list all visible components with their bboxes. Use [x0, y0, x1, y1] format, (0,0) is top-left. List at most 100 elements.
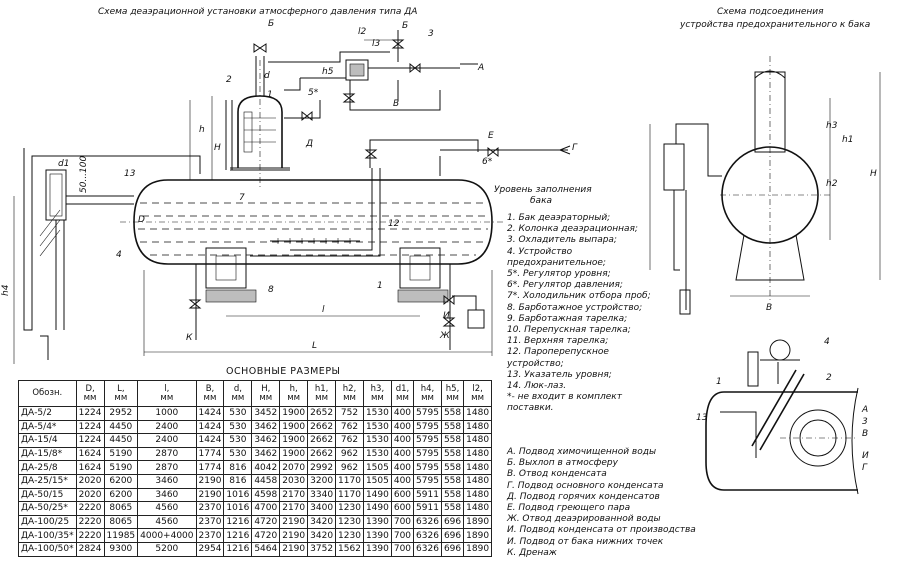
- detail-letter-A: А: [861, 405, 868, 415]
- value-cell: 558: [440, 406, 465, 421]
- value-cell: 1480: [463, 487, 493, 503]
- flow-item: Ж. Отвод деаэрированной воды: [507, 514, 661, 525]
- value-cell: 1774: [195, 460, 225, 475]
- dim-L: L: [312, 341, 317, 351]
- value-cell: 2190: [279, 541, 309, 557]
- value-cell: 1890: [463, 541, 493, 557]
- value-cell: 2190: [195, 487, 225, 503]
- value-cell: 1530: [362, 406, 392, 421]
- dim-H: H: [214, 143, 221, 153]
- table-header-cell: L,мм: [103, 380, 139, 407]
- value-cell: 1224: [75, 406, 105, 421]
- flow-item: В. Отвод конденсата: [507, 469, 607, 480]
- dim-h5: h5: [322, 67, 334, 77]
- table-header-cell: Обозн.: [18, 380, 77, 407]
- value-cell: 3460: [137, 473, 197, 489]
- dim-d: d: [264, 71, 270, 81]
- detail-letter-G: Г: [862, 463, 868, 473]
- value-cell: 400: [390, 446, 415, 462]
- table-header-cell: d1,мм: [390, 380, 415, 407]
- value-cell: 5200: [137, 541, 197, 557]
- model-cell: ДА-100/50*: [18, 541, 77, 557]
- value-cell: 696: [440, 541, 465, 557]
- valve-symbols: [188, 39, 499, 327]
- value-cell: 1230: [335, 514, 364, 530]
- value-cell: 2870: [137, 446, 197, 462]
- header-label: h3,: [370, 383, 385, 394]
- value-cell: 4042: [251, 460, 281, 475]
- header-label: B,: [205, 383, 215, 394]
- dim-d1: d1: [58, 159, 69, 169]
- callout-2: 2: [226, 75, 232, 85]
- value-cell: 2070: [279, 460, 309, 475]
- value-cell: 2662: [307, 433, 337, 448]
- dim-h4: h4: [1, 284, 11, 296]
- value-cell: 3462: [251, 433, 281, 448]
- header-unit: мм: [203, 392, 217, 403]
- value-cell: 1424: [195, 406, 225, 421]
- value-cell: 4450: [103, 419, 139, 435]
- value-cell: 2400: [137, 419, 197, 435]
- value-cell: 558: [440, 487, 465, 503]
- value-cell: 700: [390, 514, 415, 530]
- value-cell: 5464: [251, 541, 281, 557]
- value-cell: 600: [390, 487, 415, 503]
- value-cell: 3452: [251, 406, 281, 421]
- water-level-label-1: Уровень заполнения: [494, 185, 592, 195]
- model-cell: ДА-15/8*: [18, 446, 77, 462]
- model-cell: ДА-50/25*: [18, 501, 77, 516]
- value-cell: 1016: [223, 487, 253, 503]
- value-cell: 400: [390, 460, 415, 475]
- table-header-cell: h5,мм: [440, 380, 465, 407]
- value-cell: 600: [390, 501, 415, 516]
- flow-item: И. Подвод от бака нижних точек: [507, 536, 664, 547]
- header-label: D,: [85, 383, 95, 394]
- model-cell: ДА-50/15: [18, 487, 77, 503]
- callout-1: 1: [377, 281, 383, 291]
- parts-legend: 1. Бак деаэраторный;2. Колонка деаэрацио…: [507, 213, 677, 415]
- dim-l3: l3: [372, 39, 381, 49]
- header-unit: мм: [231, 392, 245, 403]
- letter-I: И: [443, 311, 450, 321]
- header-unit: мм: [315, 392, 328, 403]
- value-cell: 11985: [103, 528, 139, 543]
- value-cell: 1624: [75, 460, 105, 475]
- value-cell: 3462: [251, 419, 281, 435]
- detail-view: [705, 339, 859, 495]
- letter-D: Д: [305, 139, 313, 149]
- header-label: L,: [117, 383, 125, 394]
- value-cell: 5795: [413, 446, 442, 462]
- letter-A: А: [477, 63, 484, 73]
- value-cell: 5795: [413, 460, 442, 475]
- value-cell: 2220: [75, 501, 105, 516]
- value-cell: 762: [335, 419, 364, 435]
- callout-1-col: 1: [267, 90, 273, 100]
- value-cell: 4450: [103, 433, 139, 448]
- header-unit: мм: [83, 392, 97, 403]
- value-cell: 4720: [251, 528, 281, 543]
- value-cell: 2030: [279, 473, 309, 489]
- legend-item: 11. Верхняя тарелка;: [507, 336, 609, 347]
- legend-item: 9. Барботажная тарелка;: [507, 313, 628, 324]
- value-cell: 816: [223, 473, 253, 489]
- model-cell: ДА-100/35*: [18, 528, 77, 543]
- letter-Zh: Ж: [439, 331, 450, 341]
- header-label: l2,: [472, 383, 483, 394]
- legend-item: 4. Устройство: [507, 246, 573, 257]
- value-cell: 6200: [103, 473, 139, 489]
- value-cell: 1480: [463, 433, 493, 448]
- water-level-label-2: бака: [530, 196, 552, 206]
- header-unit: мм: [446, 392, 459, 403]
- side-dim-h1: h1: [842, 135, 853, 145]
- value-cell: 2954: [195, 541, 225, 557]
- value-cell: 1900: [279, 446, 309, 462]
- value-cell: 1390: [362, 528, 392, 543]
- value-cell: 1530: [362, 419, 392, 435]
- flow-item: Б. Выхлоп в атмосферу: [507, 458, 618, 469]
- legend-item: 14. Люк-лаз.: [507, 381, 567, 392]
